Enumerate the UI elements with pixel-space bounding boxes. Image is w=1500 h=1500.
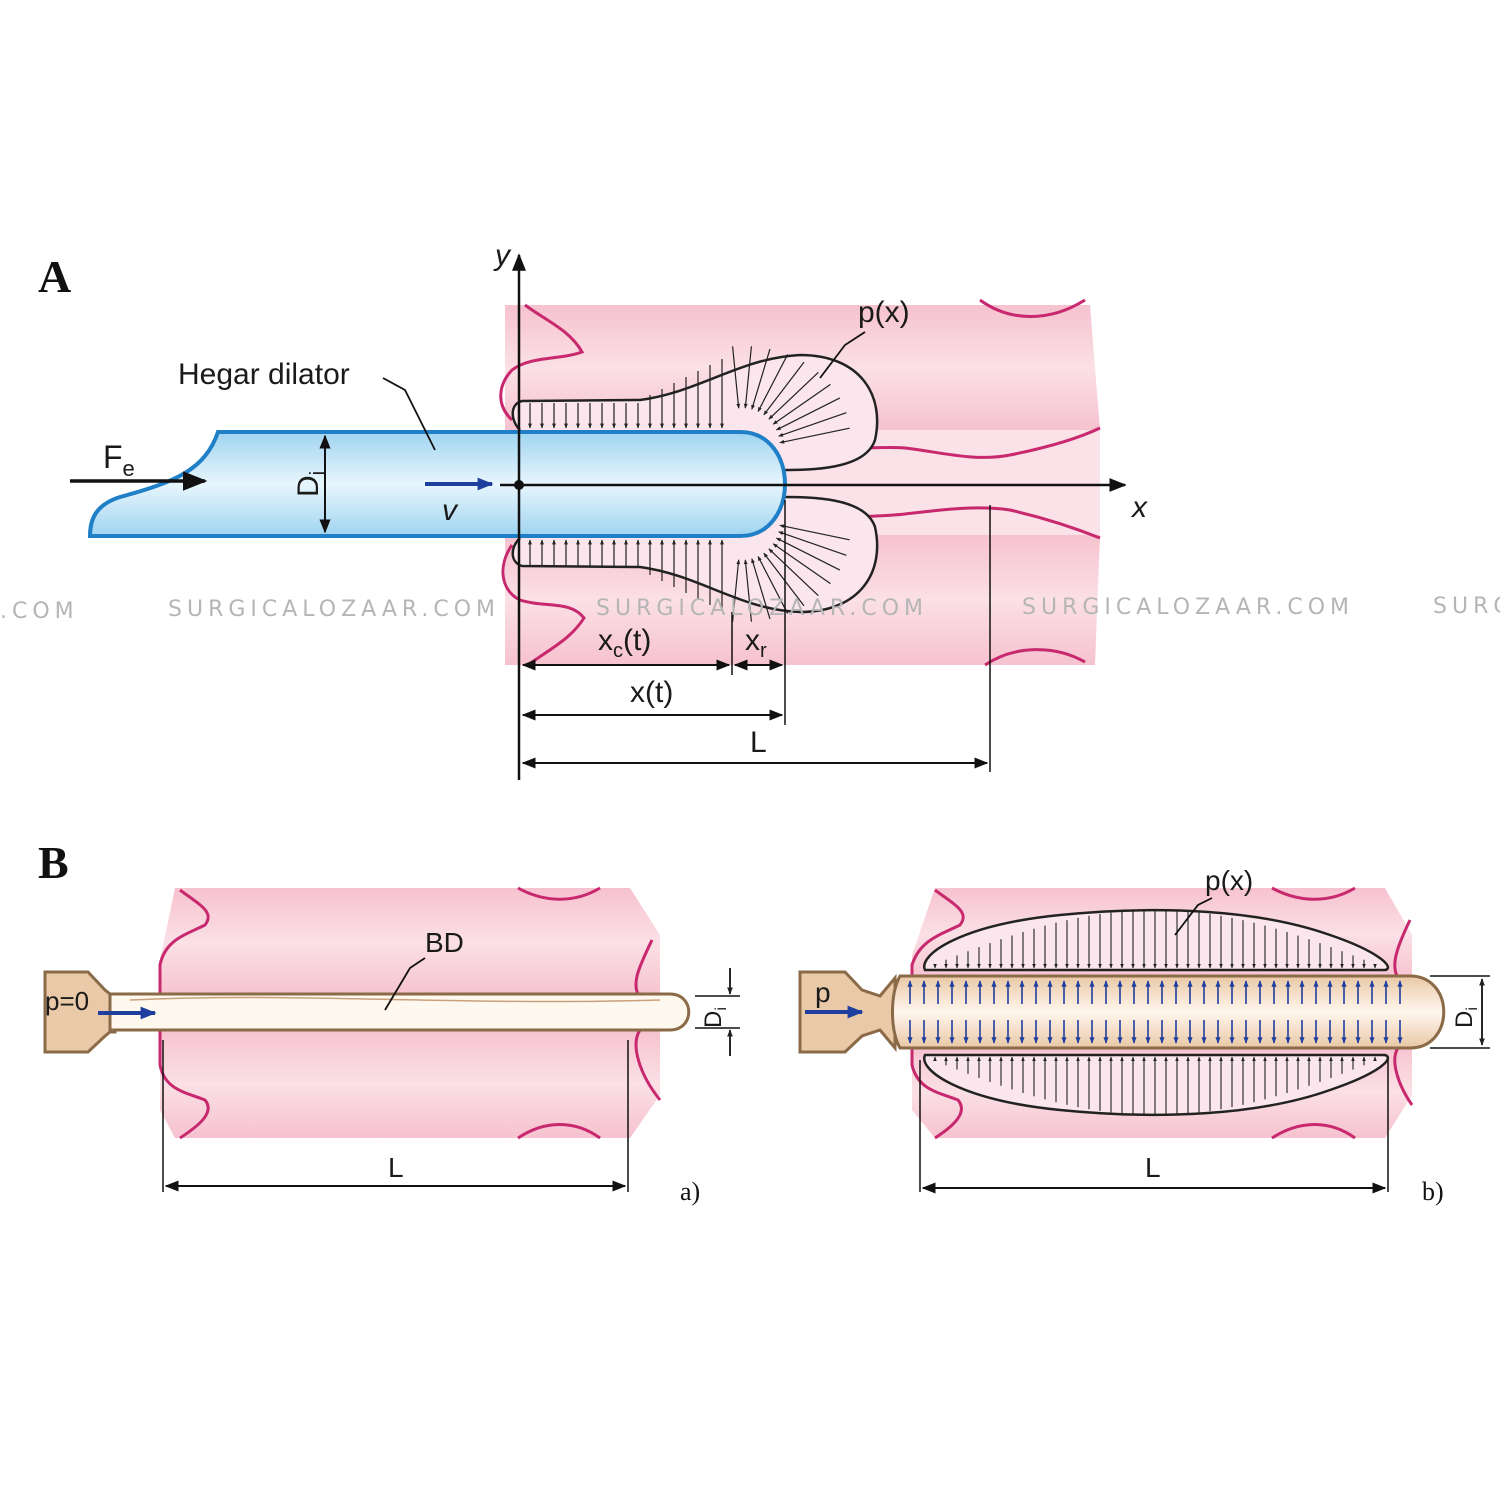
tissue-ba-edge-top-left: [158, 888, 210, 997]
tissue-a-edge-top-right: [979, 298, 1086, 318]
pressure-arrow-tip-upper: [757, 354, 789, 412]
tissue-bb-edge-top-left: [910, 888, 965, 978]
catheter-a: [43, 970, 117, 1054]
xc-label: xc(t): [598, 624, 651, 662]
tissue-ba-edge-right-bottom: [634, 1029, 662, 1101]
l-label-bb: L: [1145, 1152, 1161, 1183]
tissue-bb-edge-top-right: [1271, 886, 1356, 901]
tissue-ba-upper: [160, 888, 660, 997]
x-axis-label: x: [1130, 491, 1148, 524]
pressure-arrow-tip-upper: [763, 361, 805, 416]
tissue-a-edge-bottom-left: [501, 544, 586, 667]
panel-b-letter: B: [38, 837, 69, 888]
pressure-label-bb: p: [815, 977, 831, 1008]
panel-a: A y x Fe Di: [38, 239, 1148, 780]
panel-b-b: p p(x) Di L b): [798, 865, 1490, 1206]
l-label-a: L: [750, 726, 767, 759]
xt-label: x(t): [630, 676, 673, 709]
watermark-text-2: SURGICALOZAAR.COM: [168, 597, 500, 622]
dilator-label: Hegar dilator: [178, 358, 350, 391]
pressure-arrow-tip-lower: [743, 559, 753, 622]
tissue-a-edge-top-left: [499, 303, 585, 422]
pressure-arrow-tip-lower: [772, 543, 831, 585]
force-label: Fe: [103, 439, 135, 481]
profile-label-bb: p(x): [1205, 865, 1253, 896]
pressure-leader-a: [819, 331, 866, 379]
l-label-ba: L: [388, 1152, 404, 1183]
bd-label: BD: [425, 927, 464, 958]
tissue-bb-edge-bottom-left: [910, 1048, 963, 1140]
internal-pressure-arrows: [907, 980, 1403, 1044]
pressure-arrow-tip-lower: [776, 537, 841, 571]
pressure-arrow-tip-lower: [763, 552, 805, 607]
pressure-lens-upper: [923, 908, 1390, 972]
watermark: .COM SURGICALOZAAR.COM SURGICALOZAAR.COM…: [0, 594, 1500, 624]
tissue-bb-edge-right-bottom: [1393, 1047, 1414, 1106]
pressure-arrow-tip-upper: [768, 371, 819, 420]
profile-leader-bb: [1174, 897, 1213, 936]
diameter-label-ba: Di: [700, 1007, 730, 1028]
diameter-label: Di: [292, 471, 329, 497]
tissue-bb-edge-bottom-right: [1271, 1123, 1356, 1140]
tissue-ba-edge-top-right: [517, 886, 601, 901]
pressure-arrow-tip-upper: [751, 348, 771, 410]
watermark-text-1: .COM: [0, 599, 79, 624]
tissue-ba-lower: [160, 1030, 660, 1138]
pressure-arrow-tip-lower: [779, 524, 850, 541]
caption-a: a): [680, 1177, 700, 1206]
y-axis-label: y: [493, 239, 512, 272]
bd-leader: [384, 957, 426, 1011]
pressure-arrow-tip-lower: [778, 531, 847, 556]
panel-b-a: p=0 BD Di L a): [43, 886, 740, 1206]
caption-b: b): [1422, 1177, 1444, 1206]
xr-label: xr: [745, 624, 767, 662]
pressure-arrow-tip-lower: [757, 556, 789, 614]
pressure-zero-label: p=0: [45, 986, 89, 1016]
pressure-arrow-tip-upper: [779, 427, 850, 444]
tissue-ba-edge-bottom-right: [517, 1123, 601, 1140]
tissue-ba-edge-bottom-left: [158, 1030, 210, 1140]
pressure-arrow-tip-upper: [731, 346, 741, 409]
pressure-arrow-tip-lower: [731, 559, 741, 622]
pressure-lens-lower: [923, 1053, 1390, 1117]
watermark-text-4: SURGICALOZAAR.COM: [1022, 595, 1354, 620]
velocity-label: v: [442, 494, 459, 527]
pressure-arrow-tip-upper: [772, 383, 831, 425]
pressure-arrow-tip-upper: [776, 397, 841, 431]
balloon-fold-upper-a: [129, 996, 661, 1003]
origin-dot: [514, 480, 524, 490]
pressure-arrow-tip-upper: [743, 346, 753, 409]
watermark-text-5: SURG: [1433, 594, 1500, 619]
pressure-arrow-tip-upper: [778, 412, 847, 437]
tissue-bb-edge-right-top: [1393, 919, 1412, 979]
panel-a-letter: A: [38, 251, 71, 302]
pressure-label-a: p(x): [858, 296, 910, 329]
balloon-dilator-a: [108, 992, 691, 1032]
pressure-arrows-b: [933, 910, 1377, 1115]
diameter-label-bb: Di: [1451, 1007, 1481, 1028]
pressure-arrow-tip-lower: [768, 548, 819, 597]
pressure-arrows-a: [528, 346, 850, 622]
dilator-leader: [382, 377, 436, 451]
balloon-dilator-b: [891, 974, 1446, 1050]
pressure-arrow-tip-lower: [751, 558, 771, 620]
watermark-text-3: SURGICALOZAAR.COM: [596, 596, 928, 621]
dimensions-a: xc(t) xr x(t) L: [521, 500, 991, 772]
tissue-a-edge-bottom-right: [984, 648, 1086, 667]
